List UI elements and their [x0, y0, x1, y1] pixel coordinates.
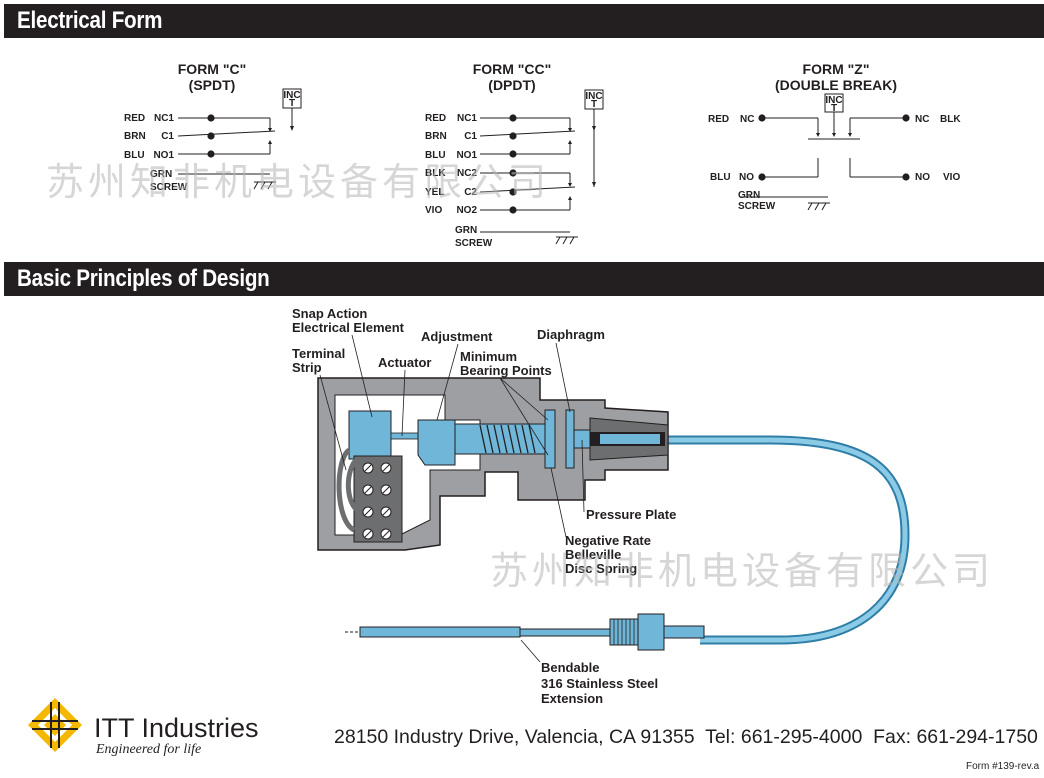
wire-color-label: BLU — [124, 150, 145, 161]
wire-color-label: BLK — [425, 168, 446, 179]
threaded-fitting — [609, 618, 639, 646]
section-title: Basic Principles of Design — [17, 265, 270, 292]
ground-label: SCREW — [455, 238, 493, 249]
terminal-label: NO — [915, 172, 930, 183]
terminal-label: C1 — [464, 131, 477, 142]
t-label: T — [591, 99, 597, 110]
brand-tagline: Engineered for life — [96, 742, 202, 757]
terminal-label: NC2 — [457, 168, 477, 179]
ground-symbol — [555, 236, 578, 245]
capillary-tube — [660, 435, 910, 645]
belleville-label: Belleville — [565, 547, 621, 562]
ground-label: GRN — [738, 190, 760, 201]
terminal-label: NO1 — [153, 150, 174, 161]
actuator-label: Actuator — [378, 355, 431, 370]
form-c-subtitle: (SPDT) — [189, 77, 236, 93]
ground-label: GRN — [455, 225, 477, 236]
section-header-electrical-form: Electrical Form — [4, 4, 1044, 38]
terminal-label: NO — [739, 172, 754, 183]
wire-color-label: VIO — [943, 172, 960, 183]
form-cc-title: FORM "CC" — [473, 61, 552, 77]
section-title: Electrical Form — [17, 7, 163, 34]
extension-label: 316 Stainless Steel — [541, 676, 658, 691]
bearing-points-label: Bearing Points — [460, 363, 552, 378]
t-label: T — [831, 103, 837, 114]
terminal-label: NC — [915, 114, 929, 125]
terminal-label: C2 — [464, 187, 477, 198]
form-z-diagram: FORM "Z" (DOUBLE BREAK) RED NC BLU NO NC… — [708, 61, 961, 212]
coil-spring — [479, 424, 536, 454]
ground-label: GRN — [150, 169, 172, 180]
terminal-strip-label: Terminal — [292, 346, 345, 361]
form-c-diagram: FORM "C" (SPDT) RED NC1 BRN C1 BLU NO1 I… — [124, 61, 302, 193]
form-c-title: FORM "C" — [178, 61, 247, 77]
watermark-text: 苏州知非机电设备有限公司 — [490, 549, 994, 593]
form-cc-subtitle: (DPDT) — [488, 77, 535, 93]
inc-label: INC — [283, 90, 300, 101]
actuator-rod — [390, 432, 419, 440]
belleville-label: Negative Rate — [565, 533, 651, 548]
wire-color-label: RED — [708, 114, 729, 125]
adjustment-block — [417, 419, 456, 466]
wire-color-label: BLU — [710, 172, 731, 183]
pressure-switch-cutaway: Snap Action Electrical Element Terminal … — [292, 306, 910, 706]
section-header-basic-principles: Basic Principles of Design — [4, 262, 1044, 296]
diaphragm-label: Diaphragm — [537, 327, 605, 342]
extension-label: Extension — [541, 691, 603, 706]
inc-label: INC — [585, 91, 602, 102]
wire-color-label: YEL — [425, 187, 444, 198]
form-z-title: FORM "Z" — [803, 61, 870, 77]
snap-action-label: Electrical Element — [292, 320, 405, 335]
wire-color-label: BLU — [425, 150, 446, 161]
leader-lines — [319, 334, 585, 663]
t-label: T — [289, 98, 295, 109]
ground-label: SCREW — [150, 182, 188, 193]
wire-color-label: VIO — [425, 205, 442, 216]
itt-logo-icon — [28, 698, 82, 752]
terminal-label: NC — [740, 114, 754, 125]
snap-action-element — [348, 410, 392, 460]
belleville-label: Disc Spring — [565, 561, 637, 576]
form-cc-diagram: FORM "CC" (DPDT) RED NC1 BRN C1 BLU NO1 … — [425, 61, 604, 249]
form-number: Form #139-rev.a — [966, 761, 1040, 772]
terminal-strip-label: Strip — [292, 360, 322, 375]
ground-symbol — [253, 181, 276, 190]
ground-label: SCREW — [738, 201, 776, 212]
adjustment-label: Adjustment — [421, 329, 493, 344]
terminal-strip — [353, 455, 403, 543]
wire-color-label: RED — [425, 113, 446, 124]
terminal-label: NC1 — [154, 113, 174, 124]
ground-symbol — [807, 202, 830, 211]
terminal-label: NC1 — [457, 113, 477, 124]
diaphragm — [565, 409, 575, 469]
watermark-text: 苏州知非机电设备有限公司 — [46, 160, 550, 204]
hex-nut — [637, 613, 665, 651]
terminal-label: C1 — [161, 131, 174, 142]
form-z-subtitle: (DOUBLE BREAK) — [775, 77, 897, 93]
bearing-points-label: Minimum — [460, 349, 517, 364]
probe-extension — [359, 626, 521, 638]
inc-label: INC — [825, 95, 842, 106]
wire-color-label: BRN — [425, 131, 447, 142]
snap-action-label: Snap Action — [292, 306, 367, 321]
terminal-label: NO2 — [456, 205, 477, 216]
wire-color-label: RED — [124, 113, 145, 124]
company-address: 28150 Industry Drive, Valencia, CA 91355… — [334, 726, 1038, 748]
brand-name: ITT Industries — [94, 713, 259, 743]
wire-color-label: BLK — [940, 114, 961, 125]
terminal-label: NO1 — [456, 150, 477, 161]
extension-label: Bendable — [541, 660, 600, 675]
pressure-plate-label: Pressure Plate — [586, 507, 676, 522]
wire-color-label: BRN — [124, 131, 146, 142]
